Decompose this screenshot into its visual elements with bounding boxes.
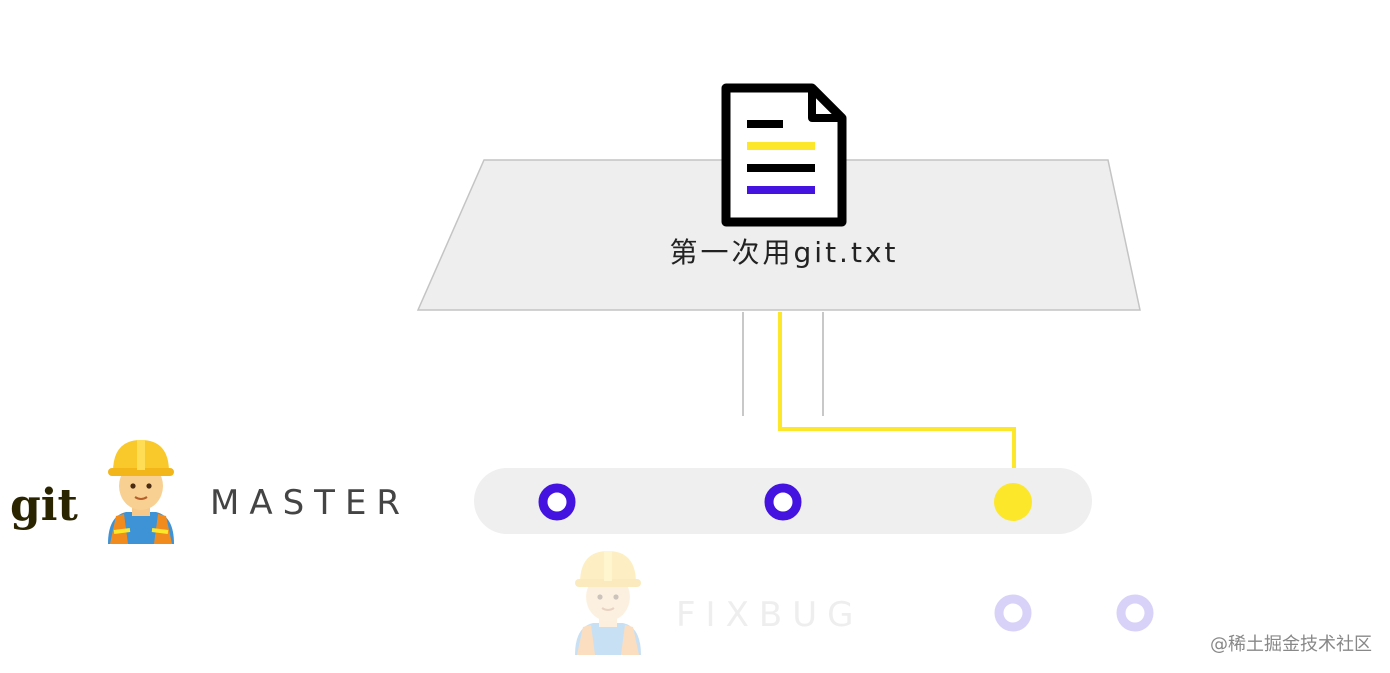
commit-node[interactable] bbox=[538, 483, 576, 521]
commit-node-faded[interactable] bbox=[1116, 594, 1154, 632]
watermark: @稀土掘金技术社区 bbox=[1210, 634, 1372, 655]
commit-path-line bbox=[778, 312, 1016, 492]
file-name: 第一次用git.txt bbox=[670, 236, 899, 269]
staging-area bbox=[416, 159, 1141, 311]
commit-node[interactable] bbox=[764, 483, 802, 521]
construction-worker-icon bbox=[575, 551, 641, 655]
branch-label-master: MASTER bbox=[210, 483, 410, 523]
commit-node-highlighted[interactable] bbox=[994, 483, 1032, 521]
construction-worker-icon bbox=[108, 440, 174, 544]
commit-node-faded[interactable] bbox=[994, 594, 1032, 632]
text-file-icon bbox=[721, 83, 847, 227]
git-logo: git bbox=[10, 480, 78, 531]
branch-label-fixbug: FIXBUG bbox=[676, 595, 863, 635]
